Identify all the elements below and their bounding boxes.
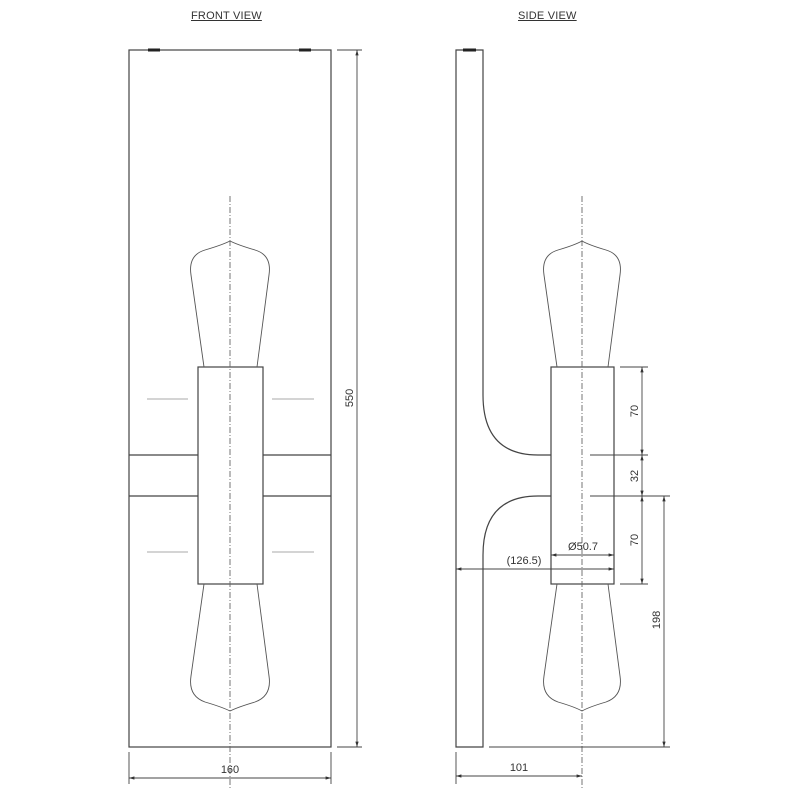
dim-front-width: 160 [221,764,239,776]
side-view: 70 32 70 198 Ø50.7 (126.5) 101 [455,48,670,790]
front-view: 550 160 [128,48,362,790]
dim-overall-height: 550 [344,389,356,407]
side-backplate [455,49,484,748]
dim-upper-cup: 70 [629,405,641,417]
side-upper-arm [482,394,551,456]
dim-lower-cup: 70 [629,534,641,546]
dim-arm-gap: 32 [629,470,641,482]
dim-lower-height: 198 [651,611,663,629]
side-fixture-body [550,366,615,585]
side-view-title: SIDE VIEW [518,10,577,22]
dim-side-depth: 101 [510,762,528,774]
side-lower-arm [482,495,551,556]
front-view-title: FRONT VIEW [191,10,262,22]
dim-projection: (126.5) [507,555,542,567]
dim-cup-diameter: Ø50.7 [568,541,598,553]
front-fixture-body [197,366,264,585]
